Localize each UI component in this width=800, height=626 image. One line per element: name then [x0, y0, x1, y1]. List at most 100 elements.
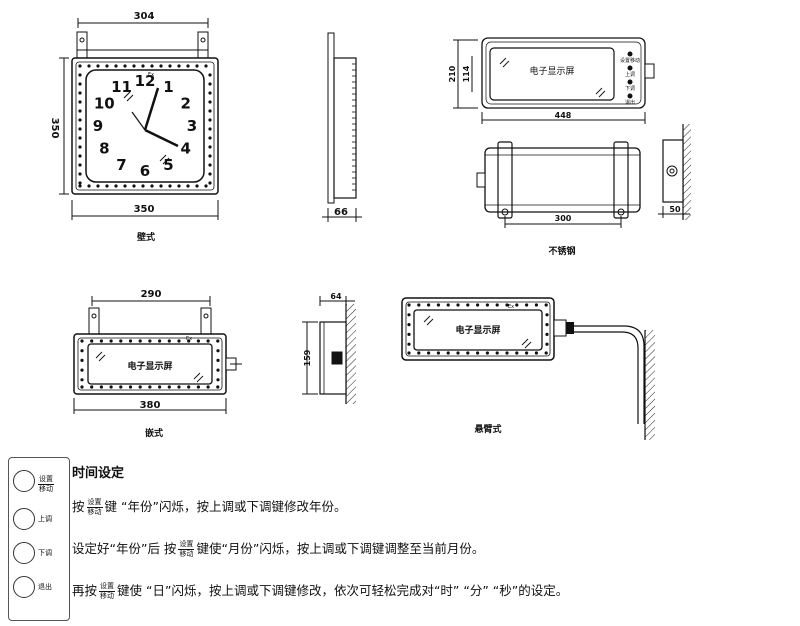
arm-screen — [413, 309, 543, 351]
bolt-dot — [545, 342, 549, 346]
bolt-dot — [96, 64, 100, 68]
stainless-button[interactable] — [627, 93, 633, 99]
up-button[interactable]: 上调 — [13, 508, 67, 536]
stainless-back-view: 300 不锈钢 — [476, 141, 641, 257]
instructions: 时间设定 按设置移动键 “年份”闪烁，按上调或下调键修改年份。 设定好“年份”后… — [72, 462, 798, 600]
set-move-key: 设置移动 — [178, 540, 195, 558]
wall-width-dim: 304 — [134, 11, 155, 22]
bolt-dot — [208, 136, 212, 140]
bolt-dot — [78, 73, 82, 77]
bolt-dot — [427, 303, 431, 307]
bolt-dot — [150, 184, 154, 188]
exit-button[interactable]: 退出 — [13, 576, 67, 604]
embed-side-depth-dim: 64 — [330, 292, 342, 301]
bolt-dot — [206, 339, 210, 343]
bolt-dot — [525, 303, 529, 307]
clock-number: 6 — [140, 162, 150, 180]
arm-view: Ex 电子显示屏 悬臂式 — [401, 297, 655, 440]
button-circle[interactable] — [13, 508, 35, 530]
bolt-dot — [114, 64, 118, 68]
instruction-line-1: 按设置移动键 “年份”闪烁，按上调或下调键修改年份。 — [72, 498, 347, 516]
bolt-dot — [407, 323, 411, 327]
stainless-button[interactable] — [627, 65, 633, 71]
bolt-dot — [515, 303, 519, 307]
bolt-dot — [505, 351, 509, 355]
set-move-button[interactable]: 设置移动 — [13, 470, 67, 498]
bolt-dot — [208, 163, 212, 167]
bolt-dot — [167, 339, 171, 343]
bolt-dot — [78, 82, 82, 86]
bolt-dot — [78, 181, 82, 185]
bolt-dot — [80, 368, 84, 372]
bolt-dot — [96, 184, 100, 188]
bolt-dot — [196, 339, 200, 343]
bolt-dot — [525, 351, 529, 355]
bolt-dot — [186, 184, 190, 188]
clock-number: 1 — [163, 78, 173, 96]
bolt-dot — [515, 351, 519, 355]
bolt-dot — [436, 351, 440, 355]
bolt-dot — [90, 339, 94, 343]
bolt-dot — [80, 378, 84, 382]
bolt-dot — [80, 349, 84, 353]
bolt-dot — [206, 385, 210, 389]
bolt-dot — [446, 303, 450, 307]
button-circle[interactable] — [13, 542, 35, 564]
embed-front-view: 290 Ex 电子显示屏 380 嵌式 — [73, 289, 242, 439]
bolt-dot — [216, 349, 220, 353]
bolt-dot — [466, 351, 470, 355]
bolt-dot — [150, 64, 154, 68]
clock-number: 8 — [99, 140, 109, 158]
wall-label: 壁式 — [137, 231, 155, 243]
arm-label: 悬臂式 — [473, 423, 501, 435]
bolt-dot — [132, 184, 136, 188]
bolt-dot — [128, 385, 133, 389]
clock-number: 4 — [180, 140, 190, 158]
embed-side-height-dim: 159 — [303, 349, 312, 366]
embed-ex-mark: Ex — [186, 336, 192, 342]
stainless-button[interactable] — [627, 79, 633, 85]
bolt-dot — [195, 64, 199, 68]
bolt-dot — [436, 303, 440, 307]
bolt-dot — [141, 64, 145, 68]
embed-bottom-width-dim: 380 — [140, 400, 161, 411]
bolt-dot — [158, 339, 162, 343]
bolt-dot — [446, 351, 450, 355]
clock-number: 7 — [116, 156, 126, 174]
bolt-dot — [407, 313, 411, 317]
bolt-dot — [114, 184, 118, 188]
down-button[interactable]: 下调 — [13, 542, 67, 570]
stainless-inner-height-dim: 114 — [462, 65, 471, 82]
embed-top-width-dim: 290 — [141, 289, 162, 300]
bolt-dot — [196, 385, 200, 389]
bolt-dot — [208, 145, 212, 149]
bolt-dot — [216, 358, 220, 362]
stainless-screen — [489, 47, 615, 101]
bolt-dot — [187, 339, 191, 343]
button-circle[interactable] — [13, 470, 35, 492]
bolt-dot — [80, 385, 84, 389]
button-circle[interactable] — [13, 576, 35, 598]
bolt-dot — [119, 385, 123, 389]
clock-number: 12 — [135, 72, 156, 90]
arm-ex-mark: Ex — [508, 304, 514, 310]
stainless-screen-text: 电子显示屏 — [529, 65, 574, 77]
stainless-button-label: 退出 — [625, 99, 635, 106]
bolt-dot — [407, 351, 411, 355]
bolt-dot — [216, 339, 220, 343]
clock-number: 2 — [180, 95, 190, 113]
exit-label: 退出 — [38, 583, 52, 591]
bolt-dot — [466, 303, 470, 307]
bolt-dot — [208, 73, 212, 77]
wall-height-dim: 350 — [49, 118, 60, 139]
bolt-dot — [78, 64, 82, 68]
bolt-dot — [99, 385, 103, 389]
bolt-dot — [485, 351, 489, 355]
clock-number: 3 — [187, 117, 197, 135]
stainless-outer-height-dim: 210 — [448, 65, 457, 82]
bolt-dot — [87, 64, 91, 68]
stainless-button[interactable] — [627, 51, 633, 57]
